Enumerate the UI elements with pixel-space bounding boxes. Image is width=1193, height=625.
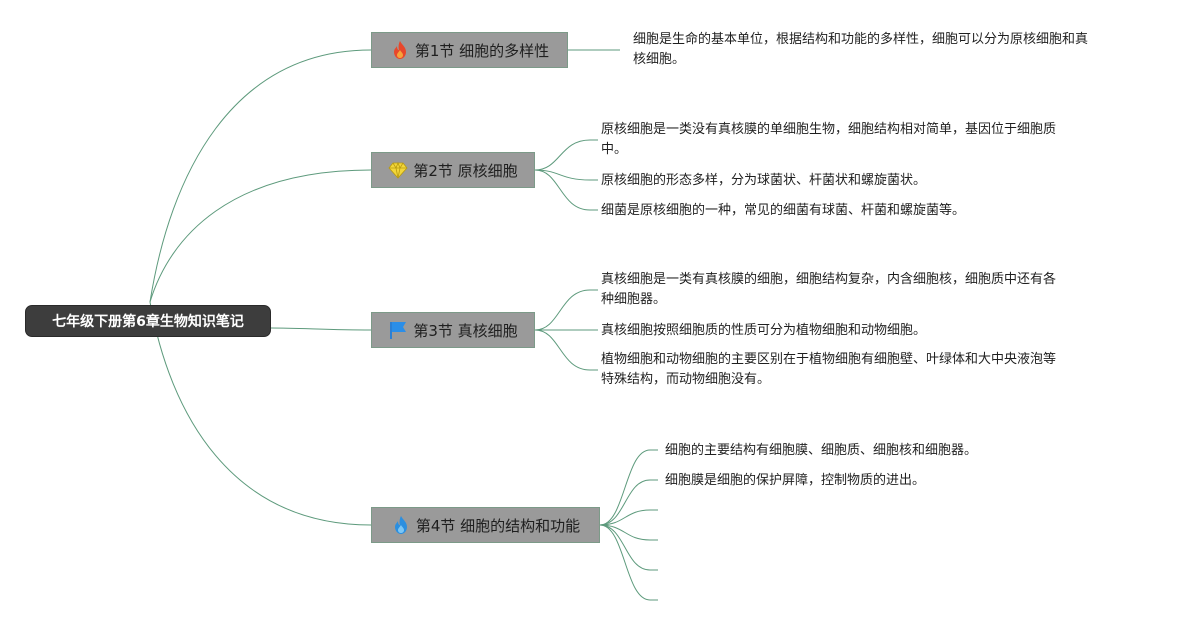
root-to-topic-line [149,169,372,303]
topic-to-note-line [599,449,658,526]
flag-icon [388,320,408,340]
note-line: 植物细胞和动物细胞的主要区别在于植物细胞有细胞壁、叶绿体和大中央液泡等 [601,352,1057,367]
topic-to-note-line [534,289,598,331]
topic-to-note-line [534,169,598,211]
topic-node[interactable]: 第4节 细胞的结构和功能 [371,507,600,543]
topic-label: 第1节 细胞的多样性 [414,41,550,60]
root-topic[interactable]: 七年级下册第6章生物知识笔记 [25,305,271,337]
topic-node[interactable]: 第1节 细胞的多样性 [371,32,568,68]
note-text: 原核细胞的形态多样，分为球菌状、杆菌状和螺旋菌状。 [601,171,926,191]
topic-node[interactable]: 第2节 原核细胞 [371,152,535,188]
note-line: 特殊结构，而动物细胞没有。 [601,372,771,387]
root-to-topic-line [270,327,372,331]
topic-to-note-line [599,509,658,526]
note-text: 原核细胞是一类没有真核膜的单细胞生物，细胞结构相对简单，基因位于细胞质中。 [601,120,1056,160]
fire-red-icon [390,40,410,60]
topic-to-note-line [599,524,658,541]
topic-to-note-line [599,524,658,571]
note-line: 原核细胞的形态多样，分为球菌状、杆菌状和螺旋菌状。 [601,173,927,188]
note-line: 核细胞。 [633,52,686,67]
root-to-topic-line [149,49,372,303]
note-line: 真核细胞是一类有真核膜的细胞，细胞结构复杂，内含细胞核，细胞质中还有各 [601,272,1057,287]
topic-to-note-line [599,479,658,526]
topic-to-note-line [599,524,658,601]
note-text: 植物细胞和动物细胞的主要区别在于植物细胞有细胞壁、叶绿体和大中央液泡等特殊结构，… [601,350,1056,390]
note-text: 真核细胞按照细胞质的性质可分为植物细胞和动物细胞。 [601,321,926,341]
note-text: 细胞膜是细胞的保护屏障，控制物质的进出。 [665,471,925,491]
topic-to-note-line [534,139,598,171]
note-line: 细胞的主要结构有细胞膜、细胞质、细胞核和细胞器。 [665,443,978,458]
note-text: 细菌是原核细胞的一种，常见的细菌有球菌、杆菌和螺旋菌等。 [601,201,965,221]
topic-label: 第4节 细胞的结构和功能 [415,516,581,535]
note-line: 细菌是原核细胞的一种，常见的细菌有球菌、杆菌和螺旋菌等。 [601,203,966,218]
fire-blue-icon [391,515,411,535]
note-line: 中。 [601,142,628,157]
topic-node[interactable]: 第3节 真核细胞 [371,312,535,348]
topic-label: 第2节 原核细胞 [413,161,518,180]
topic-to-note-line [534,169,598,181]
note-line: 细胞是生命的基本单位，根据结构和功能的多样性，细胞可以分为原核细胞和真 [633,32,1089,47]
note-text: 细胞是生命的基本单位，根据结构和功能的多样性，细胞可以分为原核细胞和真核细胞。 [633,30,1088,70]
note-line: 种细胞器。 [601,292,667,307]
note-line: 原核细胞是一类没有真核膜的单细胞生物，细胞结构相对简单，基因位于细胞质 [601,122,1057,137]
note-line: 真核细胞按照细胞质的性质可分为植物细胞和动物细胞。 [601,323,927,338]
topic-to-note-line [534,329,598,371]
diamond-icon [388,160,408,180]
root-to-topic-line [149,301,372,526]
note-text: 真核细胞是一类有真核膜的细胞，细胞结构复杂，内含细胞核，细胞质中还有各种细胞器。 [601,270,1056,310]
topic-label: 第3节 真核细胞 [413,321,518,340]
note-line: 细胞膜是细胞的保护屏障，控制物质的进出。 [665,473,926,488]
note-text: 细胞的主要结构有细胞膜、细胞质、细胞核和细胞器。 [665,441,977,461]
